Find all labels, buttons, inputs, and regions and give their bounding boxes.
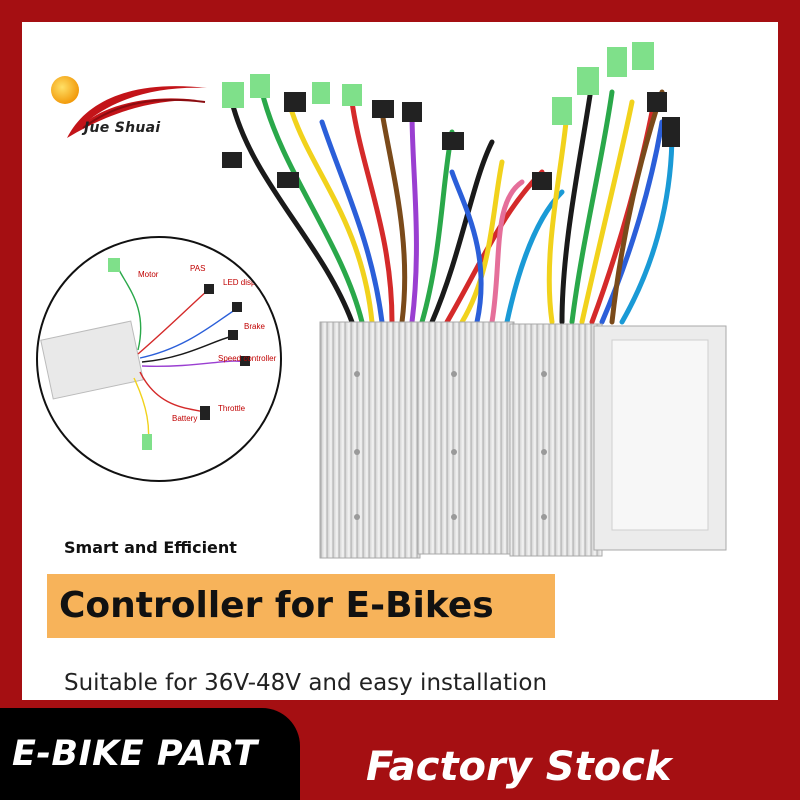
label-pas: PAS	[190, 264, 206, 273]
e-bike-part-badge	[0, 708, 300, 800]
label-speed-controller: Speed controller	[218, 354, 277, 363]
label-motor: Motor	[138, 270, 159, 279]
content-panel: Jue Shuai	[22, 22, 778, 700]
tagline: Smart and Efficient	[64, 538, 237, 557]
headline: Controller for E-Bikes	[59, 585, 494, 626]
connector-plugs	[222, 42, 680, 190]
wiring-diagram-inset: Motor PAS LED display Brake Speed contro…	[36, 236, 282, 482]
factory-stock-label: Factory Stock	[366, 744, 672, 790]
controller-boxes	[319, 321, 727, 559]
label-led-display: LED display	[223, 278, 266, 287]
brand-name: Jue Shuai	[84, 120, 161, 136]
headline-highlight	[47, 574, 555, 638]
e-bike-part-label: E-BIKE PART	[12, 734, 258, 774]
wire-bundle	[229, 79, 675, 325]
label-battery: Battery	[172, 414, 198, 423]
jue-shuai-logo-icon	[51, 76, 207, 138]
wiring-diagram-drawing	[40, 258, 250, 450]
label-brake: Brake	[244, 322, 265, 331]
label-throttle: Throttle	[218, 404, 246, 413]
subline: Suitable for 36V-48V and easy installati…	[64, 670, 548, 696]
controller-product-image	[222, 42, 727, 559]
